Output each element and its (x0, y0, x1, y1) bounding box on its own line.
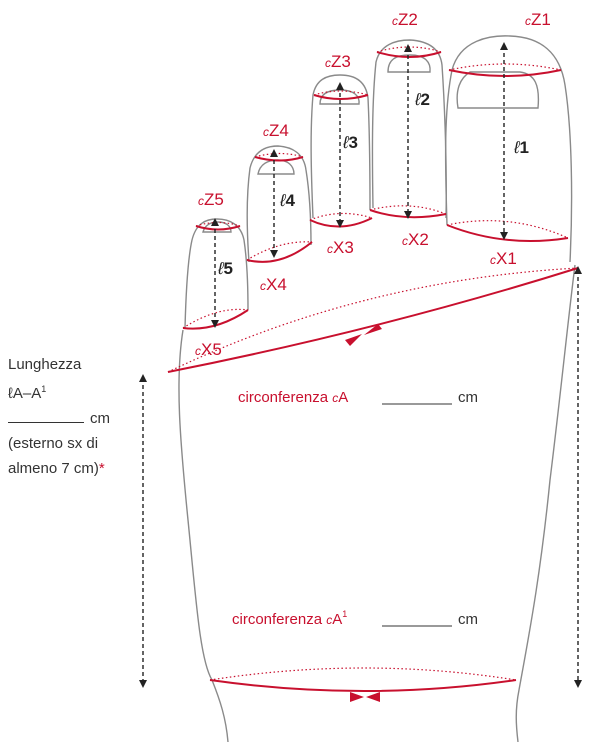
toe-top-labels: cZ1 cZ2 cZ3 cZ4 cZ5 (198, 10, 551, 209)
length-note-measure: ℓA–A1 (8, 377, 158, 406)
measurement-rings (167, 46, 579, 702)
label-cX3: cX3 (327, 238, 354, 257)
label-l1: ℓ1 (513, 138, 529, 157)
length-measure-text: ℓA–A (8, 385, 42, 402)
length-note-text: almeno 7 cm) (8, 460, 99, 477)
label-l5: ℓ5 (217, 259, 233, 278)
label-cX4: cX4 (260, 275, 287, 294)
length-labels: ℓ1 ℓ2 ℓ3 ℓ4 ℓ5 (217, 90, 529, 278)
label-l3: ℓ3 (342, 133, 358, 152)
length-note-blank-row: cm (8, 406, 158, 431)
length-note: Lunghezza ℓA–A1 cm (esterno sx di almeno… (8, 352, 158, 481)
label-cZ3: cZ3 (325, 52, 351, 71)
label-cX2: cX2 (402, 230, 429, 249)
label-cX5: cX5 (195, 340, 222, 359)
asterisk: * (98, 460, 105, 477)
toe-base-labels: cX1 cX2 cX3 cX4 cX5 (195, 230, 517, 359)
length-note-line1: (esterno sx di (8, 435, 99, 452)
label-cX1: cX1 (490, 249, 517, 268)
label-cZ2: cZ2 (392, 10, 418, 29)
length-measure-sup: 1 (41, 384, 47, 394)
circ-a1-label: circonferenza cA1 (232, 609, 347, 628)
length-arrows (142, 46, 579, 683)
label-l4: ℓ4 (279, 191, 296, 210)
label-cZ4: cZ4 (263, 121, 289, 140)
circ-a-unit: cm (458, 389, 478, 406)
circumference-a: circonferenza cA cm (238, 389, 478, 406)
length-note-line2: almeno 7 cm)* (8, 456, 158, 481)
length-unit: cm (90, 410, 110, 427)
label-cZ5: cZ5 (198, 190, 224, 209)
length-note-title: Lunghezza (8, 356, 82, 373)
circ-a1-unit: cm (458, 611, 478, 628)
label-cZ1: cZ1 (525, 10, 551, 29)
label-l2: ℓ2 (414, 90, 430, 109)
arrow-heads (139, 42, 582, 688)
length-blank[interactable] (8, 408, 84, 423)
circumference-a1: circonferenza cA1 cm (232, 609, 478, 628)
circ-a-label: circonferenza cA (238, 389, 348, 406)
